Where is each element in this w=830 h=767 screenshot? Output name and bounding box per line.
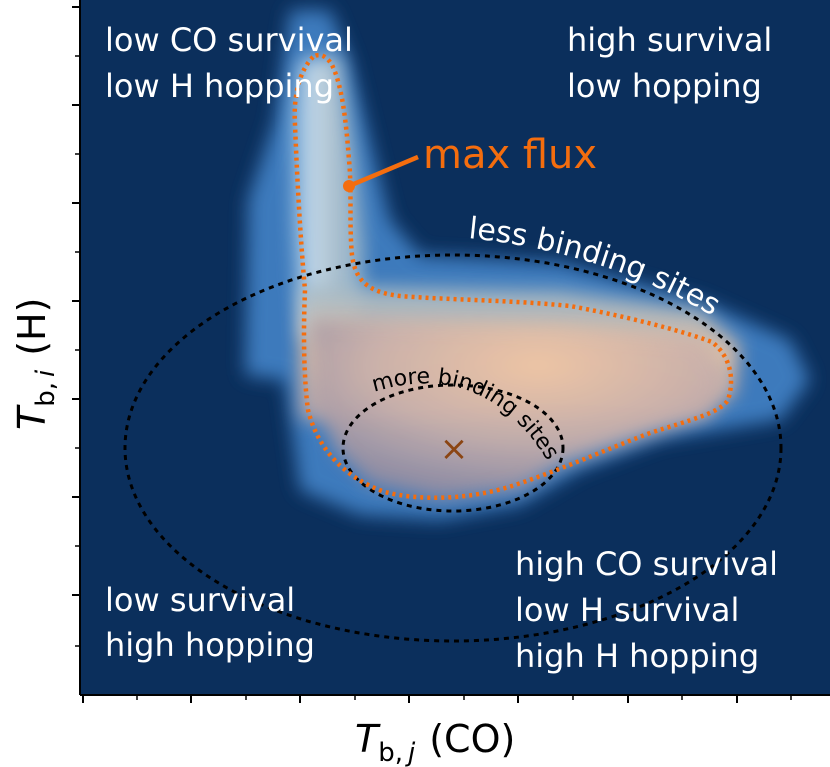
x-axis-ticks	[82, 695, 792, 703]
region-top-left-line-2: low H hopping	[105, 67, 334, 105]
region-bottom-left-line-1: low survival	[105, 581, 295, 619]
x-axis-label-subscript: b,	[378, 738, 403, 767]
region-bottom-left-line-2: high hopping	[105, 626, 315, 664]
center-marker: ×	[440, 429, 469, 469]
region-top-right-line-1: high survival	[567, 21, 772, 59]
region-bottom-right-line-3: high H hopping	[515, 637, 759, 675]
x-axis-label: Tb,j (CO)	[355, 717, 515, 767]
more-binding-sites-ellipse	[341, 383, 565, 513]
y-axis-label: Tb, i (H)	[10, 298, 61, 430]
y-axis-label-symbol: T	[10, 404, 54, 430]
region-top-left-line-1: low CO survival	[105, 21, 353, 59]
region-top-right-line-2: low hopping	[567, 67, 762, 105]
max-flux-pointer-line	[348, 154, 419, 189]
flux-core	[310, 320, 725, 500]
region-bottom-right-line-2: low H survival	[515, 591, 739, 629]
flux-band-vertical-arm	[290, 55, 365, 340]
x-axis-label-symbol: T	[355, 717, 381, 761]
x-axis-label-index: j	[405, 738, 416, 767]
max-flux-label: max flux	[423, 132, 597, 178]
max-flux-pointer-dot	[343, 180, 355, 192]
y-axis-label-unit: (H)	[10, 298, 54, 356]
less-binding-sites-ellipse	[123, 253, 783, 643]
max-flux-contour	[292, 52, 734, 501]
region-bottom-right-line-1: high CO survival	[515, 545, 778, 583]
y-axis-ticks	[72, 6, 80, 647]
y-axis-label-subscript: b,	[31, 382, 61, 407]
x-axis-label-unit: (CO)	[429, 717, 515, 761]
y-axis-label-index: i	[31, 369, 61, 377]
